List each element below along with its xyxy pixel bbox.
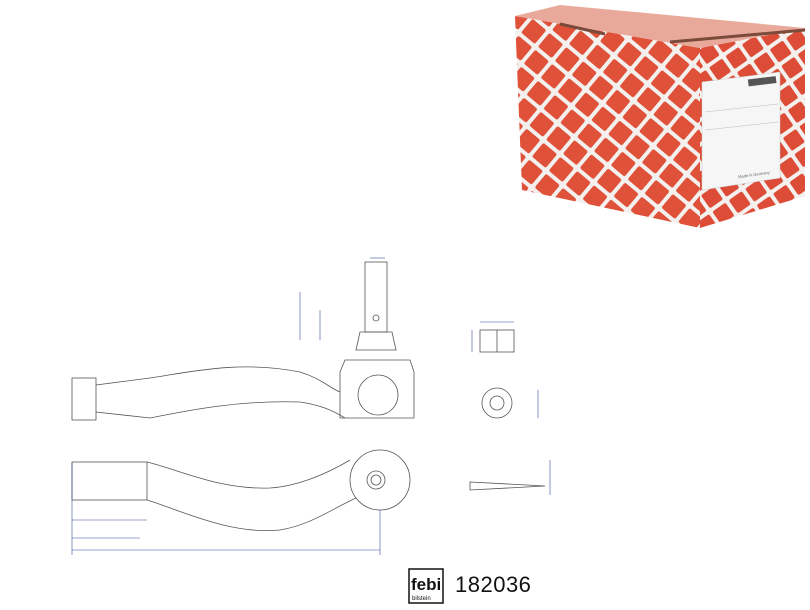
tie-rod-top-view [71,261,415,421]
svg-text:bilstein: bilstein [412,596,431,602]
febi-bilstein-logo: febi bilstein [408,568,444,604]
svg-text:febi: febi [411,575,441,594]
box-left-face [515,16,700,228]
box-label [701,71,781,191]
dimension-lines [71,257,551,555]
part-number: 182036 [455,572,532,597]
product-box-image [515,5,806,228]
tie-rod-bottom-view [71,449,411,532]
nut-drawings [469,329,546,491]
